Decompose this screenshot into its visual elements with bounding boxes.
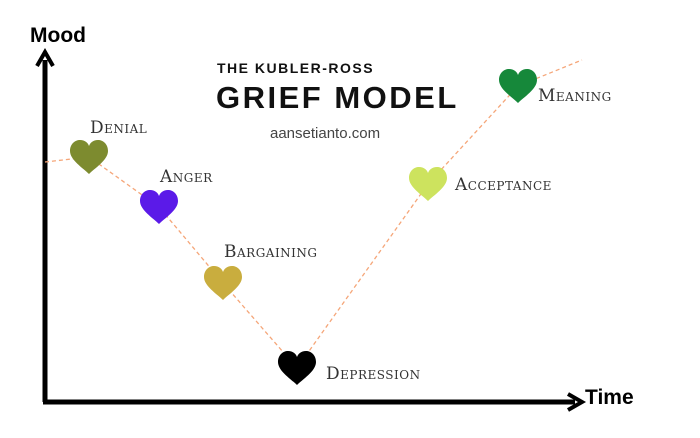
stage-label-denial: Denial xyxy=(90,118,148,138)
heart-icon-depression xyxy=(278,351,316,385)
stage-label-acceptance: Acceptance xyxy=(455,175,552,195)
x-axis-arrow xyxy=(567,392,587,412)
mood-curve xyxy=(44,59,583,370)
y-axis-arrow xyxy=(35,47,55,67)
stage-label-bargaining: Bargaining xyxy=(224,242,318,262)
stage-label-anger: Anger xyxy=(160,167,213,187)
diagram-subtitle: THE KUBLER-ROSS xyxy=(217,60,375,76)
heart-icon-bargaining xyxy=(204,266,242,300)
stage-label-meaning: Meaning xyxy=(538,86,612,106)
heart-icon-anger xyxy=(140,190,178,224)
heart-icon-denial xyxy=(70,140,108,174)
heart-icon-meaning xyxy=(499,69,537,103)
y-axis-label: Mood xyxy=(30,24,86,47)
diagram-title: GRIEF MODEL xyxy=(216,80,459,115)
x-axis-label: Time xyxy=(585,386,634,409)
site-credit: aansetianto.com xyxy=(270,125,381,142)
stage-label-depression: Depression xyxy=(326,364,421,384)
heart-icon-acceptance xyxy=(409,167,447,201)
